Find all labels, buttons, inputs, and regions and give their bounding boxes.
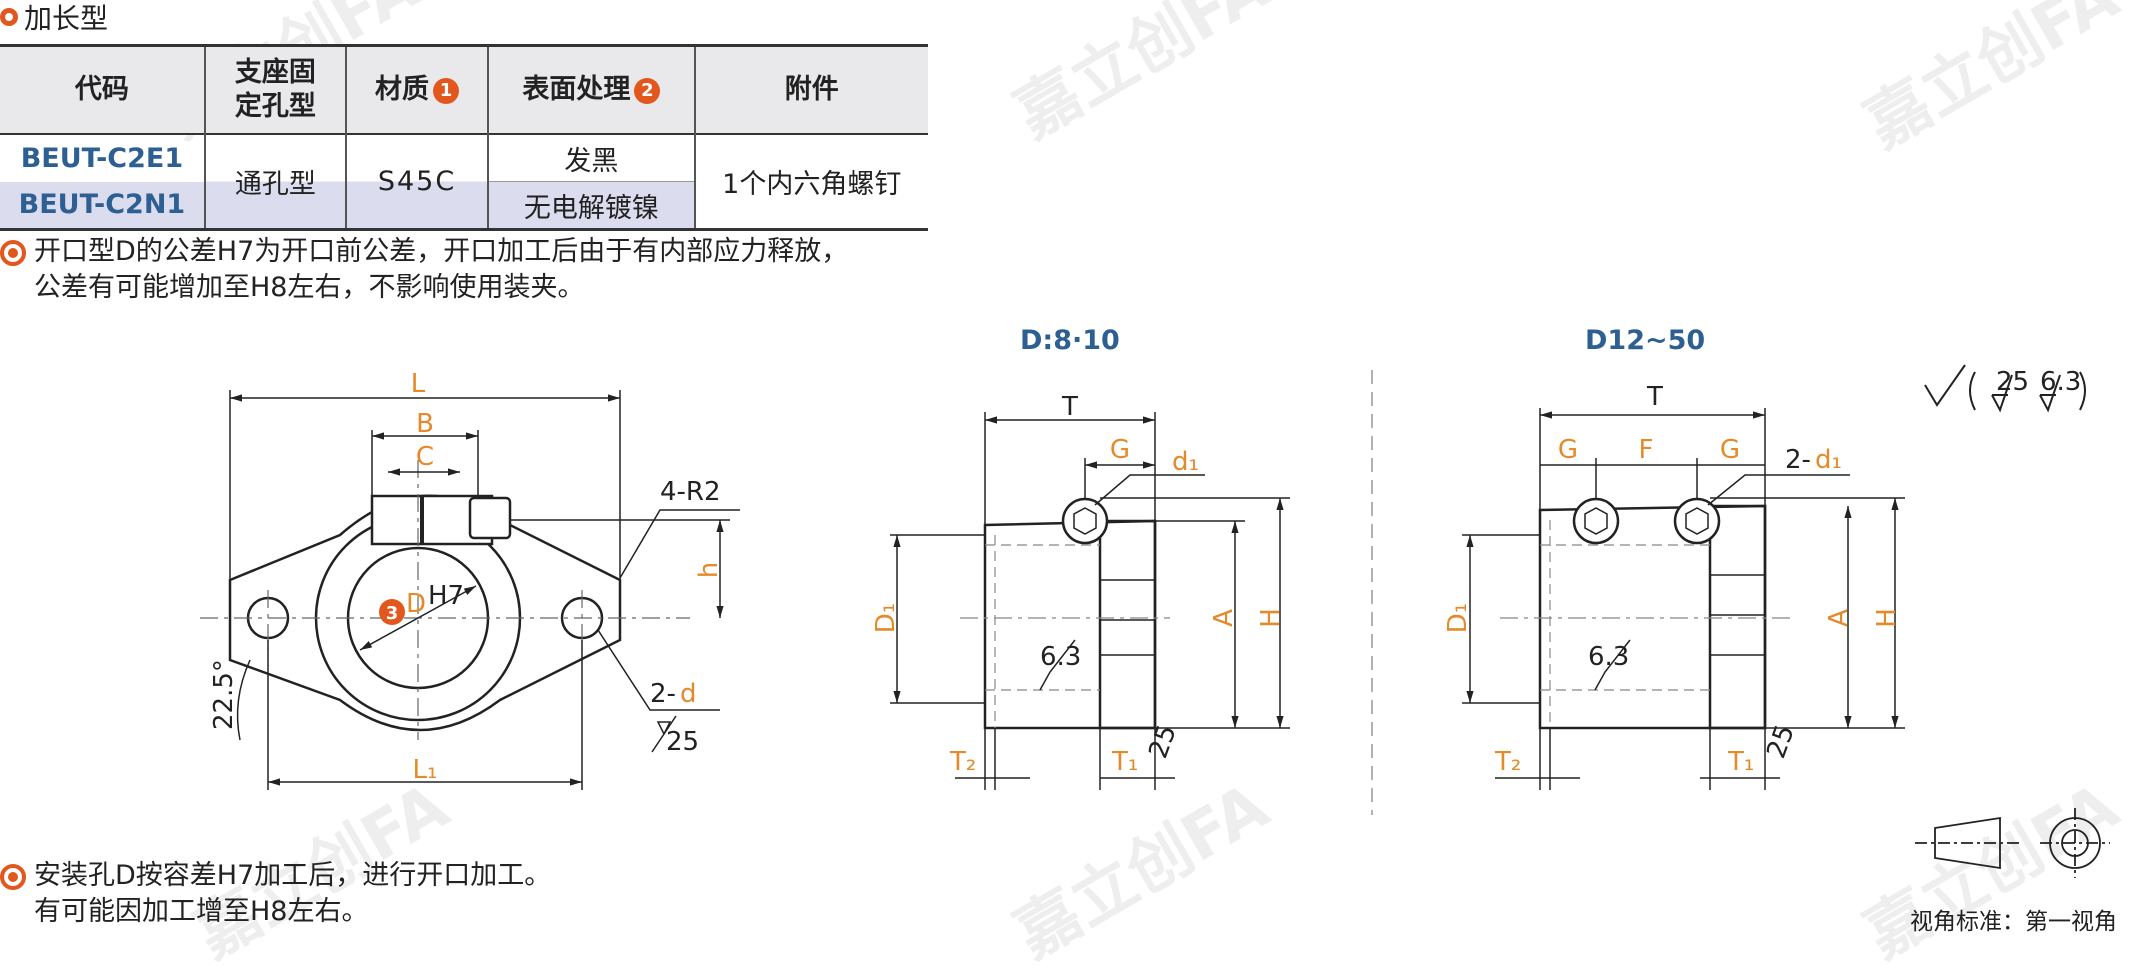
dim-h: h: [694, 562, 724, 578]
view-title-large: D12~50: [1585, 325, 1706, 356]
view-standard-label: 视角标准：第一视角: [1910, 909, 2117, 935]
dim-A: A: [1209, 609, 1239, 627]
note-line: 有可能因加工增至H8左右。: [34, 896, 369, 927]
surface-finish-symbol: [1924, 364, 2086, 413]
surface-finish-63: 6.3: [2040, 367, 2081, 397]
dim-T: T: [1646, 382, 1663, 412]
dim-radius: 4-R2: [660, 477, 721, 507]
table-cell-code: BEUT-C2N1: [18, 189, 186, 221]
tol-H7: H7: [428, 581, 464, 611]
target-bullet-icon: [0, 864, 26, 890]
dim-T2: T₂: [949, 747, 976, 777]
side-view-small: [983, 497, 1157, 730]
dim-d1-prefix: 2-: [1785, 445, 1811, 475]
surface-badge: 2: [634, 77, 661, 104]
material-badge: 1: [433, 77, 460, 104]
table-cell-code: BEUT-C2E1: [20, 142, 184, 174]
note-mounting: 安装孔D按容差H7加工后，进行开口加工。 有可能因加工增至H8左右。: [0, 858, 900, 930]
roughness-63: 6.3: [1588, 642, 1629, 672]
dim-D1: D₁: [871, 603, 901, 633]
dim-H: H: [1256, 608, 1286, 628]
dim-d-prefix: 2-: [650, 679, 676, 709]
note-line: 安装孔D按容差H7加工后，进行开口加工。: [34, 860, 552, 891]
header-code: 代码: [0, 45, 205, 134]
dim-F: F: [1639, 435, 1654, 465]
table-cell-hole-type: 通孔型: [203, 134, 346, 230]
dim-D: D: [406, 589, 426, 619]
dim-L1: L₁: [413, 755, 438, 785]
dim-G: G: [1720, 435, 1740, 465]
badge-3-icon: [379, 599, 405, 625]
dim-H: H: [1872, 608, 1902, 628]
projection-symbol: [1915, 808, 2110, 878]
dim-C: C: [416, 442, 434, 472]
dim-G: G: [1110, 435, 1130, 465]
dim-T1: T₁: [1111, 747, 1138, 777]
table-cell-surface: 发黑: [487, 134, 695, 182]
dim-B: B: [416, 409, 434, 439]
roughness-25: 25: [1761, 721, 1801, 762]
table-cell-surface: 无电解镀镍: [487, 181, 695, 230]
side-large-dims: [1462, 408, 1905, 790]
side-small-dims: [890, 412, 1290, 790]
dim-angle: 22.5°: [209, 659, 239, 730]
header-hole-type: 支座固 定孔型: [203, 45, 346, 134]
dim-G: G: [1558, 435, 1578, 465]
hidden-lines-small: [960, 535, 1170, 728]
circle-bullet-icon: [0, 8, 18, 26]
surface-finish-25: 25: [1996, 367, 2029, 397]
dim-T2: T₂: [1494, 747, 1521, 777]
target-bullet-icon: [0, 240, 26, 266]
roughness-symbol: [651, 715, 677, 753]
section-title: 加长型: [0, 0, 109, 35]
note-tolerance: 开口型D的公差H7为开口前公差，开口加工后由于有内部应力释放， 公差有可能增加至…: [0, 234, 1000, 306]
dim-D1: D₁: [1443, 603, 1473, 633]
dim-L: L: [411, 369, 426, 399]
dim-T1: T₁: [1727, 747, 1754, 777]
badge-3: 3: [386, 603, 399, 624]
view-title-small: D:8·10: [1020, 325, 1120, 356]
dim-d1: d₁: [1172, 447, 1199, 477]
table-cell-material: S45C: [344, 134, 489, 230]
roughness-63: 6.3: [1040, 642, 1081, 672]
side-view-large: [1538, 497, 1767, 730]
header-accessory: 附件: [693, 45, 928, 134]
note-line: 公差有可能增加至H8左右，不影响使用装夹。: [34, 272, 585, 303]
section-title-text: 加长型: [24, 2, 109, 35]
dim-d: d: [680, 679, 697, 709]
front-dims: [229, 390, 740, 790]
roughness-25: 25: [666, 727, 699, 757]
dim-A: A: [1824, 609, 1854, 627]
note-line: 开口型D的公差H7为开口前公差，开口加工后由于有内部应力释放，: [34, 236, 849, 267]
hidden-lines-large: [1500, 520, 1790, 728]
table-cell-accessory: 1个内六角螺钉: [693, 134, 928, 230]
technical-drawing: L B C 4-R2 h 3 D H7 2- d 22.5° L₁ 25: [200, 364, 2110, 878]
dim-d1: d₁: [1815, 445, 1842, 475]
dim-T: T: [1061, 392, 1078, 422]
